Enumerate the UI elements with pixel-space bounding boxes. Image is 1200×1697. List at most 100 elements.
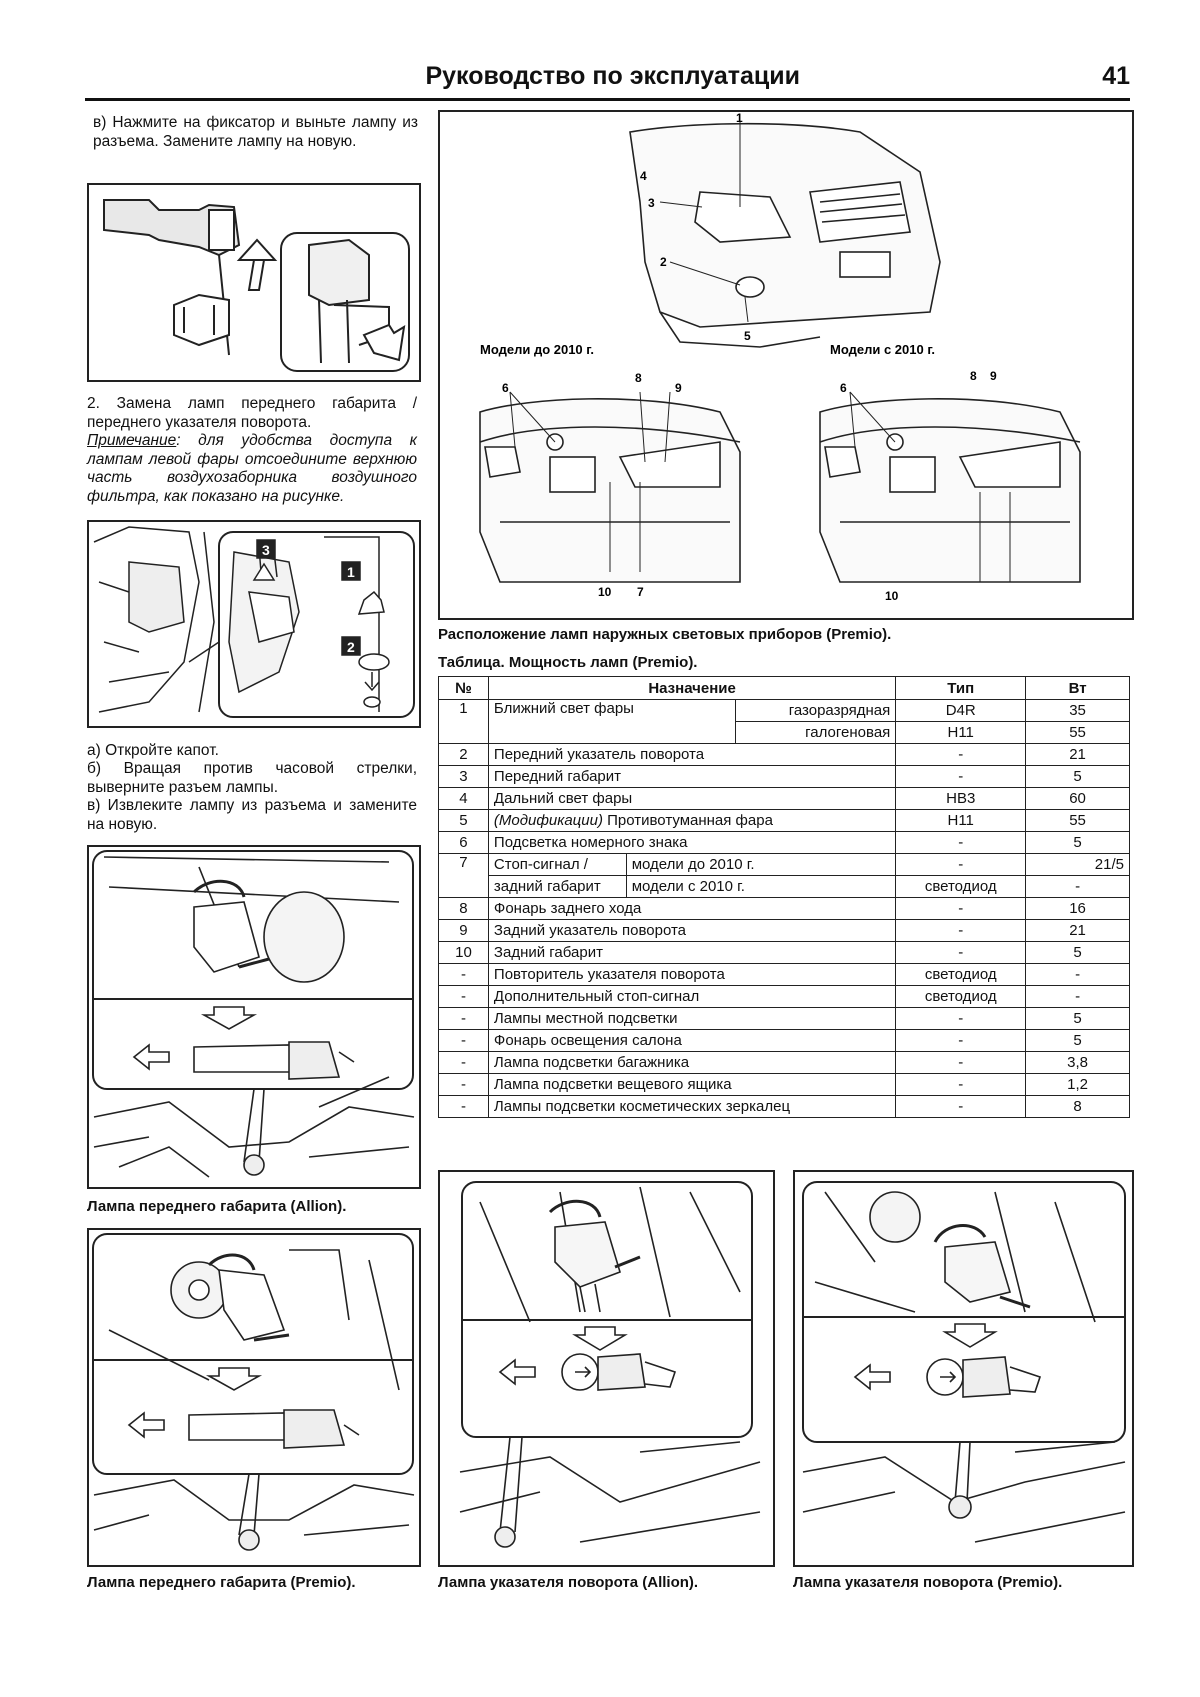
- cell-num: 1: [438, 699, 489, 744]
- table-row: 7 Стоп-сигнал / модели до 2010 г. - 21/5: [438, 853, 1130, 898]
- cell-type: -: [895, 853, 1027, 876]
- cell-name: Ближний свет фары: [487, 699, 737, 744]
- cell-watts: 5: [1025, 941, 1130, 964]
- fig-number-1: 1: [347, 564, 355, 580]
- cell-subtype: галогеновая: [735, 721, 897, 744]
- table-row: 10 Задний габарит - 5: [438, 941, 1130, 964]
- header-num: №: [438, 676, 489, 700]
- table-row: - Фонарь освещения салона - 5: [438, 1029, 1130, 1052]
- cell-watts: 1,2: [1025, 1073, 1130, 1096]
- label-rear-right-8: 8: [970, 369, 977, 383]
- figure-premio-turn-signal: [793, 1170, 1134, 1567]
- figure-allion-front-marker: [87, 845, 421, 1189]
- cell-watts: 5: [1025, 831, 1130, 854]
- header-purpose: Назначение: [487, 676, 897, 700]
- cell-name: Лампа подсветки вещевого ящика: [487, 1073, 897, 1096]
- allion-turn-signal-illustration: [459, 1181, 761, 1548]
- cell-num: 6: [438, 831, 489, 854]
- step-v-replace-bulb: в) Извлеките лампу из разъема и замените…: [87, 797, 417, 833]
- caption-lamp-locations: Расположение ламп наружных световых приб…: [438, 626, 892, 643]
- cell-type: -: [895, 831, 1027, 854]
- cell-subtype: модели до 2010 г.: [625, 853, 897, 876]
- cell-num: 10: [438, 941, 489, 964]
- cell-modification-note: (Модификации): [493, 812, 603, 829]
- cell-type: -: [895, 941, 1027, 964]
- figure-allion-turn-signal: [438, 1170, 775, 1567]
- note-label: Примечание: [87, 432, 177, 449]
- note-text: : для удобства доступа к лампам левой фа…: [87, 432, 417, 505]
- cell-name: Передний габарит: [487, 765, 897, 788]
- table-header-row: № Назначение Тип Вт: [438, 676, 1130, 700]
- label-rear-right-10: 10: [885, 589, 899, 603]
- cell-watts: 55: [1025, 809, 1130, 832]
- label-lamp-4: 4: [640, 169, 647, 183]
- cell-name: Дальний свет фары: [487, 787, 897, 810]
- table-row: - Повторитель указателя поворота светоди…: [438, 963, 1130, 986]
- cell-name: Дополнительный стоп-сигнал: [487, 985, 897, 1008]
- cell-num: -: [438, 985, 489, 1008]
- cell-watts: 3,8: [1025, 1051, 1130, 1074]
- cell-type: -: [895, 743, 1027, 766]
- cell-num: 5: [438, 809, 489, 832]
- cell-watts: 5: [1025, 1007, 1130, 1030]
- page-title: Руководство по эксплуатации: [425, 62, 800, 90]
- cell-watts: 35: [1025, 699, 1130, 722]
- label-rear-right-6: 6: [840, 381, 847, 395]
- label-lamp-5: 5: [744, 329, 751, 343]
- label-lamp-1: 1: [736, 112, 743, 125]
- table-row: 2 Передний указатель поворота - 21: [438, 743, 1130, 766]
- header-type: Тип: [895, 676, 1027, 700]
- cell-num: -: [438, 963, 489, 986]
- label-lamp-3: 3: [648, 196, 655, 210]
- label-rear-left-7: 7: [637, 585, 644, 599]
- cell-type: -: [895, 1051, 1027, 1074]
- figure-air-intake: 3 1 2: [87, 520, 421, 728]
- table-row: 4 Дальний свет фары HB3 60: [438, 787, 1130, 810]
- cell-type: H11: [895, 721, 1027, 744]
- label-rear-right-9: 9: [990, 369, 997, 383]
- cell-name: Лампы местной подсветки: [487, 1007, 897, 1030]
- cell-watts: 55: [1025, 721, 1130, 744]
- premio-front-marker-illustration: [92, 1233, 415, 1551]
- table-row: галогеновая H11 55: [439, 721, 1130, 744]
- cell-watts: 16: [1025, 897, 1130, 920]
- fig-number-3: 3: [262, 542, 270, 558]
- cell-watts: -: [1025, 875, 1130, 898]
- cell-num: -: [438, 1029, 489, 1052]
- cell-num: 7: [438, 853, 489, 898]
- lamp-power-table: № Назначение Тип Вт 1 Ближний свет фары …: [438, 676, 1130, 1118]
- cell-type: -: [895, 1073, 1027, 1096]
- cell-type: H11: [895, 809, 1027, 832]
- header-watts: Вт: [1025, 676, 1130, 700]
- cell-watts: 21: [1025, 743, 1130, 766]
- cell-num: -: [438, 1095, 489, 1118]
- cell-watts: 21/5: [1025, 853, 1130, 876]
- cell-subtype: газоразрядная: [735, 699, 897, 722]
- caption-premio-front-marker: Лампа переднего габарита (Premio).: [87, 1574, 356, 1591]
- table-title: Таблица. Мощность ламп (Premio).: [438, 654, 698, 671]
- step-b-unscrew-socket: б) Вращая против часовой стрелки, выверн…: [87, 760, 417, 796]
- cell-type: -: [895, 765, 1027, 788]
- cell-type: светодиод: [895, 985, 1027, 1008]
- cell-type: -: [895, 897, 1027, 920]
- fig-number-2: 2: [347, 639, 355, 655]
- cell-type: D4R: [895, 699, 1027, 722]
- table-row: 8 Фонарь заднего хода - 16: [438, 897, 1130, 920]
- table-row: задний габарит модели с 2010 г. светодио…: [439, 875, 1130, 898]
- cell-type: -: [895, 1029, 1027, 1052]
- label-lamp-2: 2: [660, 255, 667, 269]
- figure-lamp-locations: 1 2 3 4 5 Модели до 2010 г. Модели с 201…: [438, 110, 1134, 620]
- cell-watts: 5: [1025, 765, 1130, 788]
- table-row: - Лампы подсветки косметических зеркалец…: [438, 1095, 1130, 1118]
- section-2-title: 2. Замена ламп переднего габарита / пере…: [87, 395, 417, 431]
- cell-watts: 60: [1025, 787, 1130, 810]
- cell-type: -: [895, 919, 1027, 942]
- cell-watts: -: [1025, 985, 1130, 1008]
- caption-allion-front-marker: Лампа переднего габарита (Allion).: [87, 1198, 347, 1215]
- table-row: - Лампа подсветки вещевого ящика - 1,2: [438, 1073, 1130, 1096]
- cell-type: светодиод: [895, 963, 1027, 986]
- step-a-open-hood: а) Откройте капот.: [87, 742, 219, 759]
- cell-name: Повторитель указателя поворота: [487, 963, 897, 986]
- cell-watts: 21: [1025, 919, 1130, 942]
- cell-watts: 5: [1025, 1029, 1130, 1052]
